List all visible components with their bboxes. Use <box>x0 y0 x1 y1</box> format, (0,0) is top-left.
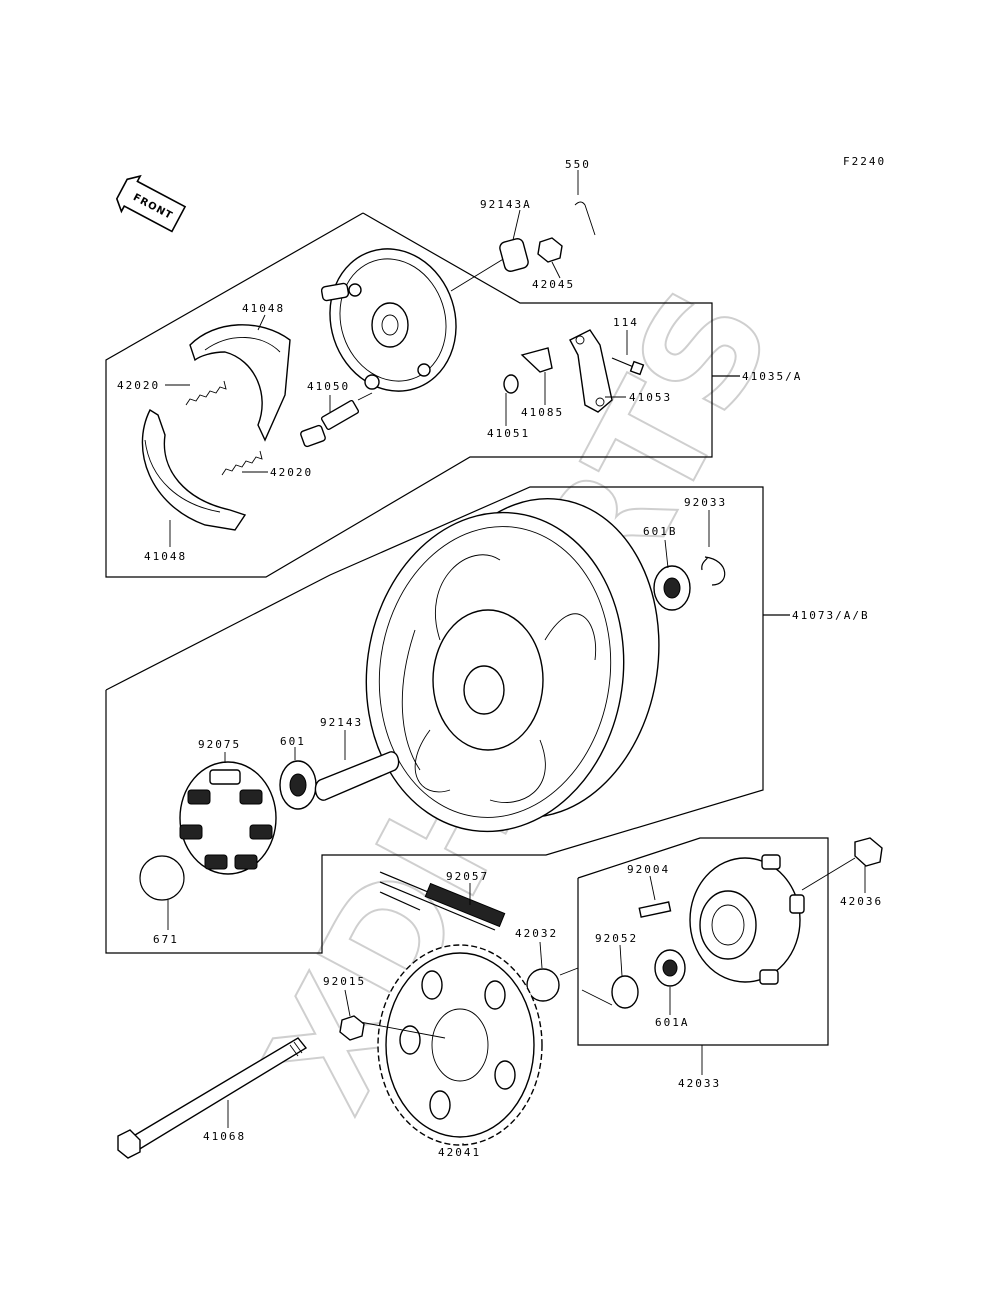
brake-shoe-bottom <box>141 408 247 531</box>
label-601: 601 <box>280 735 306 748</box>
label-92057: 92057 <box>446 870 489 883</box>
washer-41051 <box>503 374 519 394</box>
label-42036: 42036 <box>840 895 883 908</box>
nut-42036 <box>854 837 883 867</box>
label-92143a: 92143A <box>480 198 532 211</box>
label-92033: 92033 <box>684 496 727 509</box>
bearing-601a <box>654 949 686 987</box>
leader-lines <box>165 170 866 1145</box>
spring-bottom <box>221 450 263 476</box>
collar-92143a <box>499 238 529 272</box>
brake-lever-41053 <box>569 329 613 413</box>
front-arrow-icon: FRONT <box>115 174 187 233</box>
nut-92015 <box>339 1015 365 1041</box>
stud-92004 <box>638 901 672 918</box>
brake-shoe-top <box>189 324 291 442</box>
rear-wheel <box>365 497 660 833</box>
label-41048-bottom: 41048 <box>144 550 187 563</box>
label-550: 550 <box>565 158 591 171</box>
label-42020-bottom: 42020 <box>270 466 313 479</box>
seal-92052 <box>611 975 639 1009</box>
label-42020-top: 42020 <box>117 379 160 392</box>
rear-sprocket-42041 <box>377 944 543 1146</box>
brake-cam <box>300 392 373 448</box>
label-41050: 41050 <box>307 380 350 393</box>
o-ring-671 <box>139 855 185 901</box>
brake-panel <box>320 248 506 392</box>
nut-42045 <box>537 237 563 263</box>
circlip-92033 <box>701 556 726 586</box>
bolt-114 <box>611 357 645 376</box>
label-601a: 601A <box>655 1016 690 1029</box>
part-labels: 550 92143A 42045 41048 42020 41050 114 4… <box>117 158 883 1159</box>
label-41068: 41068 <box>203 1130 246 1143</box>
label-41053: 41053 <box>629 391 672 404</box>
label-92075: 92075 <box>198 738 241 751</box>
label-41085: 41085 <box>521 406 564 419</box>
label-92015: 92015 <box>323 975 366 988</box>
figure-code: F2240 <box>843 155 886 168</box>
label-41035a: 41035/A <box>742 370 802 383</box>
label-42033: 42033 <box>678 1077 721 1090</box>
wheel-group-outline <box>105 486 764 954</box>
label-601b: 601B <box>643 525 678 538</box>
spring-top <box>185 380 227 406</box>
label-671: 671 <box>153 933 179 946</box>
wear-indicator-41085 <box>520 347 553 373</box>
collar-42032 <box>526 968 560 1002</box>
label-92143: 92143 <box>320 716 363 729</box>
label-42041: 42041 <box>438 1146 481 1159</box>
label-42032: 42032 <box>515 927 558 940</box>
cotter-pin-550 <box>574 201 596 236</box>
collar-92143 <box>314 751 400 801</box>
axle-41068 <box>117 1037 308 1159</box>
label-41073ab: 41073/A/B <box>792 609 870 622</box>
label-42045: 42045 <box>532 278 575 291</box>
bearing-601 <box>279 760 317 810</box>
drive-chain-92057 <box>379 871 506 931</box>
label-92052: 92052 <box>595 932 638 945</box>
wheel-damper-92075 <box>179 761 277 875</box>
hub-group-outline <box>577 837 829 1046</box>
brake-group-outline <box>105 212 713 578</box>
bearing-601b <box>653 565 691 611</box>
sprocket-hub <box>689 854 805 985</box>
label-41051: 41051 <box>487 427 530 440</box>
label-41048-top: 41048 <box>242 302 285 315</box>
label-92004: 92004 <box>627 863 670 876</box>
label-114: 114 <box>613 316 639 329</box>
